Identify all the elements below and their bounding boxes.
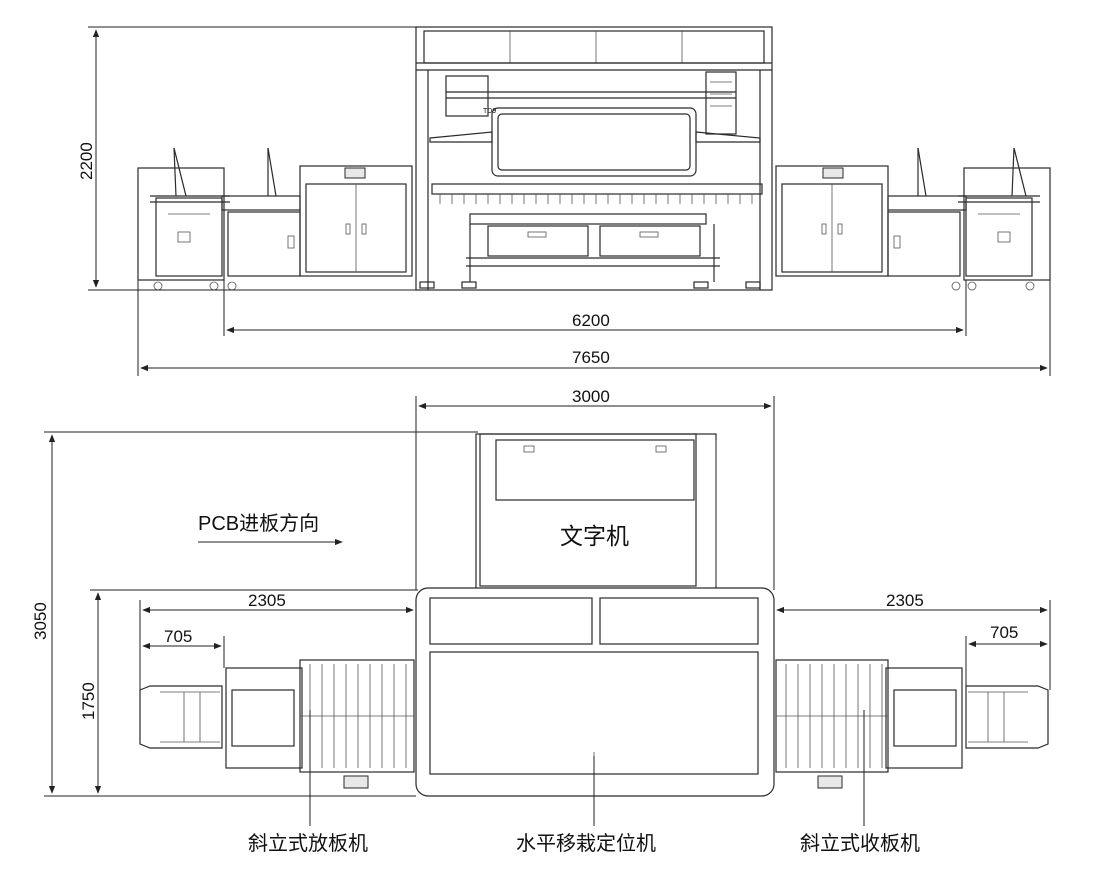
dim-left-2305-text: 2305 xyxy=(248,591,286,610)
dim-height-2200: 2200 xyxy=(77,26,420,291)
pcb-direction: PCB进板方向 xyxy=(198,512,343,546)
right-buffer-cabinet xyxy=(775,165,889,277)
dim-right-705-text: 705 xyxy=(990,623,1018,642)
loader-label: 斜立式放板机 xyxy=(248,832,368,855)
printer-label: 文字机 xyxy=(560,523,629,549)
dim-height-text: 2200 xyxy=(77,142,96,180)
right-unloader-top xyxy=(775,659,1049,789)
right-conveyor-unit xyxy=(887,147,967,291)
nozzle-row xyxy=(439,194,753,204)
left-conveyor-unit xyxy=(221,147,301,291)
printer-frame: TD9 xyxy=(415,26,773,291)
labels: 斜立式放板机 水平移栽定位机 斜立式收板机 xyxy=(248,710,920,855)
left-loader-top xyxy=(139,659,415,789)
right-unloader-unit xyxy=(958,147,1051,291)
unloader-label: 斜立式收板机 xyxy=(800,832,920,855)
dim-1750-text: 1750 xyxy=(79,682,98,720)
dim-1750: 1750 xyxy=(79,589,418,794)
dim-3000-text: 3000 xyxy=(572,387,610,406)
dim-7650-text: 7650 xyxy=(572,348,610,367)
top-view: 文字机 xyxy=(31,387,1051,855)
dim-width-7650: 7650 xyxy=(137,280,1051,376)
left-buffer-cabinet xyxy=(299,165,413,277)
model-tag: TD9 xyxy=(483,108,496,115)
dim-3050-text: 3050 xyxy=(31,602,50,640)
dim-right-705: 705 xyxy=(965,623,1048,686)
dim-6200-text: 6200 xyxy=(572,311,610,330)
dim-3000: 3000 xyxy=(415,387,775,590)
dim-right-2305: 2305 xyxy=(776,591,1051,690)
dim-width-6200: 6200 xyxy=(223,280,967,336)
dim-left-705-text: 705 xyxy=(164,627,192,646)
dim-3050: 3050 xyxy=(31,431,478,797)
dim-right-2305-text: 2305 xyxy=(886,591,924,610)
dim-left-2305: 2305 xyxy=(139,591,414,690)
center-module-label: 水平移栽定位机 xyxy=(516,832,656,855)
left-loader-unit xyxy=(137,147,230,291)
direction-label: PCB进板方向 xyxy=(198,512,319,535)
dim-left-705: 705 xyxy=(142,627,225,668)
front-view: TD9 xyxy=(77,26,1051,376)
text-printer xyxy=(475,433,717,591)
center-module xyxy=(415,587,775,797)
